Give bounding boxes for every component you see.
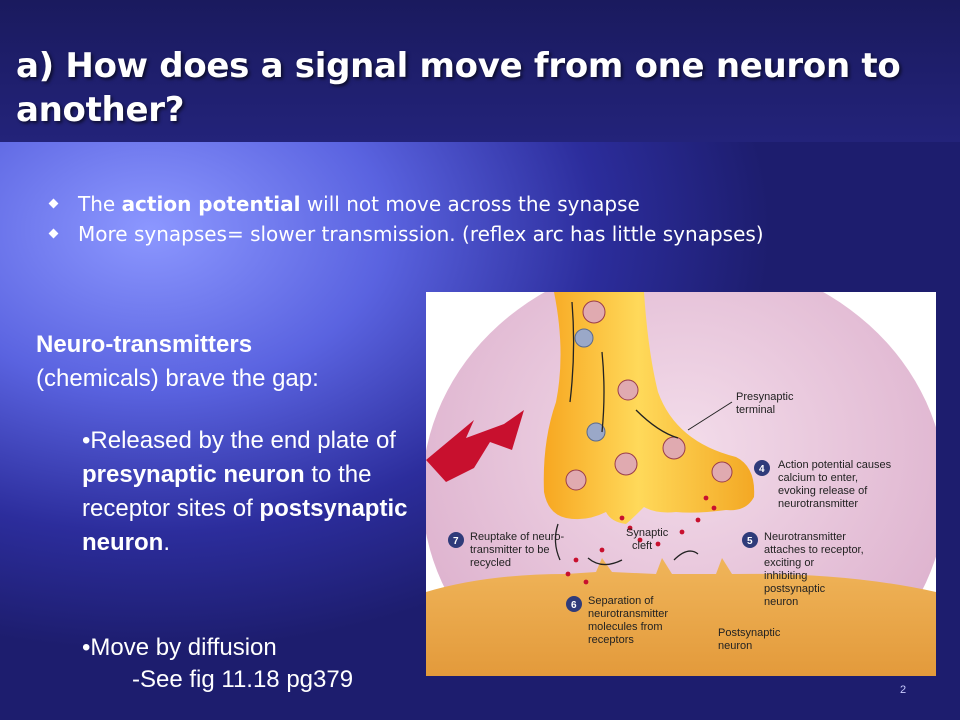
step-6-line-2: neurotransmitter (588, 608, 668, 620)
step-7: 7 Reuptake of neuro- transmitter to be r… (448, 531, 565, 569)
bullet-text-pre: The (78, 192, 122, 216)
step-6-number: 6 (571, 600, 577, 611)
step-5-line-6: neuron (764, 596, 798, 608)
step-4-line-3: evoking release of (778, 485, 868, 497)
step-5-line-3: exciting or (764, 557, 814, 569)
release-text-3: . (163, 529, 170, 556)
red-arrow-icon (426, 410, 524, 482)
step-6-line-3: molecules from (588, 621, 663, 633)
bullet-text-post: will not move across the synapse (300, 192, 640, 216)
process-arrows (554, 301, 699, 566)
step-5-line-2: attaches to receptor, (764, 544, 864, 556)
label-presynaptic: Presynaptic terminal (687, 391, 794, 431)
diffusion-text: •Move by diffusion (82, 634, 277, 661)
step-5-line-4: inhibiting (764, 570, 807, 582)
postsynaptic-label-1: Postsynaptic (718, 627, 781, 639)
step-7-line-3: recycled (470, 557, 511, 569)
cleft-label-2: cleft (632, 540, 652, 552)
label-cleft: Synaptic cleft (626, 527, 669, 552)
cleft-label-1: Synaptic (626, 527, 669, 539)
postsynaptic-term: postsynaptic neuron (82, 495, 408, 556)
neurotransmitter-heading: Neuro-transmitters (chemicals) brave the… (36, 328, 416, 396)
release-paragraph: •Released by the end plate of presynapti… (82, 424, 412, 560)
released-molecules (565, 495, 717, 585)
step-4: 4 Action potential causes calcium to ent… (754, 459, 892, 510)
step-5-line-1: Neurotransmitter (764, 531, 846, 543)
bullet-text-pre: More synapses= slower transmission. (ref… (78, 222, 764, 246)
presynaptic-term: presynaptic neuron (82, 461, 305, 488)
diffusion-paragraph: •Move by diffusion -See fig 11.18 pg379 (82, 632, 442, 696)
release-text-2: to the receptor sites of (82, 461, 372, 522)
title-bar (0, 0, 960, 142)
synapse-figure: Presynaptic terminal 4 Action potential … (426, 292, 936, 676)
step-7-line-1: Reuptake of neuro- (470, 531, 565, 543)
step-6-line-1: Separation of (588, 595, 654, 607)
presynaptic-label-1: Presynaptic (736, 391, 794, 403)
bullet-text-bold: action potential (121, 192, 301, 216)
step-6: 6 Separation of neurotransmitter molecul… (566, 595, 668, 646)
slide-title: a) How does a signal move from one neuro… (16, 46, 901, 130)
step-5-number: 5 (747, 536, 753, 547)
step-4-line-1: Action potential causes (778, 459, 892, 471)
step-6-line-4: receptors (588, 634, 634, 646)
step-4-number: 4 (759, 464, 765, 475)
step-7-line-2: transmitter to be (470, 544, 549, 556)
postsynaptic-label-2: neuron (718, 640, 752, 652)
release-text-1: •Released by the end plate of (82, 427, 396, 454)
page-number: 2 (900, 684, 907, 696)
step-4-line-2: calcium to enter, (778, 472, 858, 484)
figure-reference: -See fig 11.18 pg379 (132, 666, 354, 693)
diamond-bullet-icon (48, 228, 59, 239)
step-5: 5 Neurotransmitter attaches to receptor,… (742, 531, 864, 608)
diamond-bullet-icon (48, 198, 59, 209)
label-postsynaptic: Postsynaptic neuron (718, 627, 781, 652)
bullet-list: The action potential will not move acros… (46, 192, 866, 252)
bullet-item: The action potential will not move acros… (46, 192, 866, 216)
step-7-number: 7 (453, 536, 459, 547)
presynaptic-terminal-shape (543, 292, 755, 524)
neurotransmitter-subheading: (chemicals) brave the gap: (36, 365, 319, 392)
presynaptic-label-2: terminal (736, 404, 775, 416)
step-5-line-5: postsynaptic (764, 583, 826, 595)
neurotransmitter-term: Neuro-transmitters (36, 331, 253, 358)
postsynaptic-neuron-shape (426, 558, 936, 676)
bullet-item: More synapses= slower transmission. (ref… (46, 222, 866, 246)
synapse-diagram: Presynaptic terminal 4 Action potential … (426, 292, 936, 676)
step-4-line-4: neurotransmitter (778, 498, 858, 510)
vesicles (565, 300, 733, 491)
